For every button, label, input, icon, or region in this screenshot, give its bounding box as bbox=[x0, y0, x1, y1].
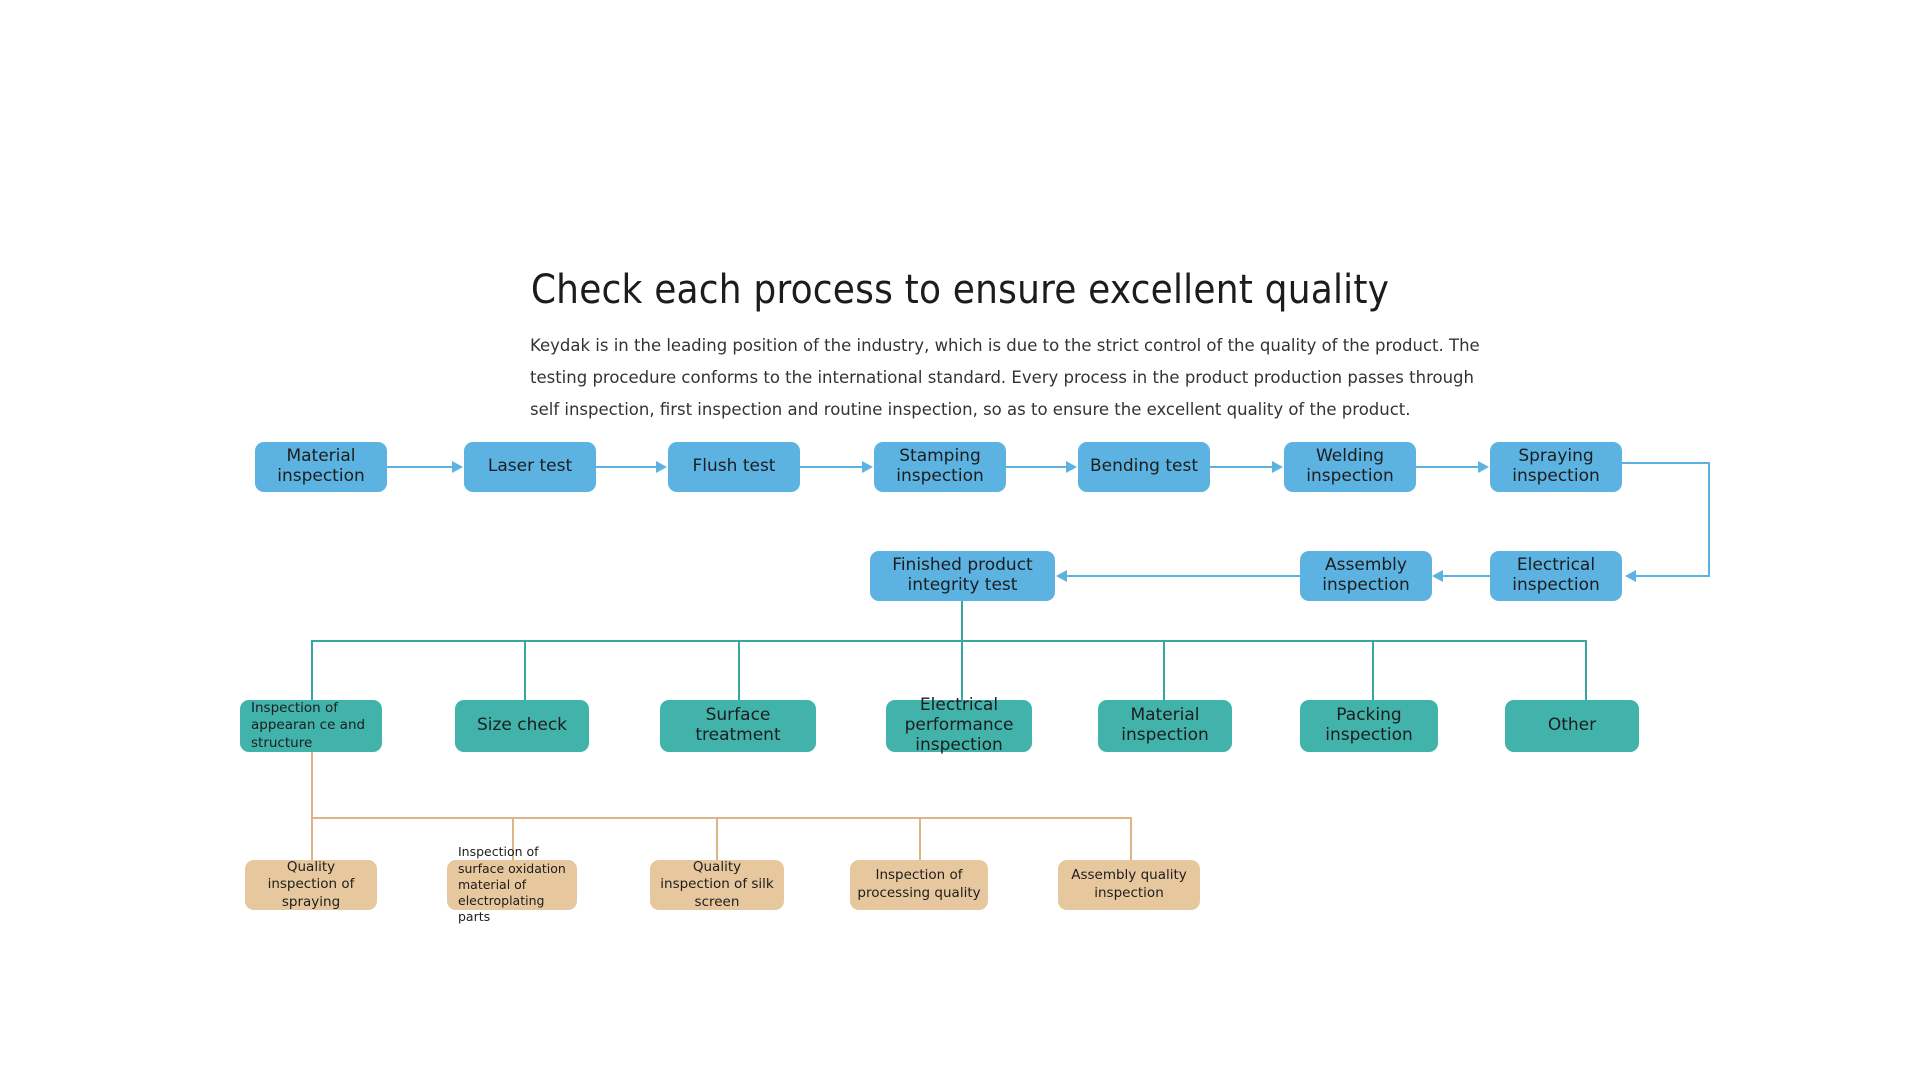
connector-wrap-to-electrical bbox=[1636, 575, 1710, 577]
node-label: Inspection of appearan ce and structure bbox=[251, 699, 366, 751]
connector-teal-drop-2 bbox=[524, 640, 526, 700]
node-quality-inspection-of-silk-screen[interactable]: Quality inspection of silk screen bbox=[650, 858, 784, 910]
connector-spraying-wrap-top bbox=[1622, 462, 1710, 464]
node-label: Quality inspection of silk screen bbox=[660, 858, 774, 910]
node-label: Inspection of processing quality bbox=[857, 867, 981, 901]
node-laser-test[interactable]: Laser test bbox=[464, 442, 596, 492]
node-label: Packing inspection bbox=[1325, 705, 1413, 745]
connector-bending-to-welding bbox=[1210, 466, 1273, 468]
node-label: Inspection of surface oxidation material… bbox=[458, 844, 566, 925]
connector-teal-drop-6 bbox=[1372, 640, 1374, 700]
arrowhead-to-finished-product bbox=[1056, 570, 1067, 582]
node-label: Finished product integrity test bbox=[892, 555, 1033, 595]
node-material-inspection[interactable]: Material inspection bbox=[255, 442, 387, 492]
connector-tan-drop-4 bbox=[919, 817, 921, 861]
connector-tan-drop-3 bbox=[716, 817, 718, 861]
node-label: Electrical performance inspection bbox=[904, 695, 1014, 755]
node-assembly-inspection[interactable]: Assembly inspection bbox=[1300, 551, 1432, 601]
node-label: Quality inspection of spraying bbox=[267, 858, 355, 910]
node-electrical-performance-inspection[interactable]: Electrical performance inspection bbox=[886, 696, 1032, 755]
arrowhead-to-laser-test bbox=[452, 461, 463, 473]
arrowhead-to-welding-inspection bbox=[1272, 461, 1283, 473]
connector-teal-bus bbox=[311, 640, 1586, 642]
node-label: Electrical inspection bbox=[1512, 555, 1600, 595]
node-flush-test[interactable]: Flush test bbox=[668, 442, 800, 492]
node-material-inspection-2[interactable]: Material inspection bbox=[1098, 700, 1232, 752]
node-label: Other bbox=[1547, 715, 1597, 736]
arrowhead-to-stamping-inspection bbox=[862, 461, 873, 473]
connector-tan-drop-2 bbox=[512, 817, 514, 861]
connector-finished-drop bbox=[961, 601, 963, 642]
node-label: Assembly inspection bbox=[1322, 555, 1410, 595]
connector-flush-to-stamping bbox=[800, 466, 863, 468]
node-surface-treatment[interactable]: Surface treatment bbox=[660, 700, 816, 752]
connector-electrical-to-assembly bbox=[1443, 575, 1490, 577]
connector-material-to-laser bbox=[387, 466, 453, 468]
connector-tan-bus bbox=[311, 817, 1131, 819]
arrowhead-to-spraying-inspection bbox=[1478, 461, 1489, 473]
page-title: Check each process to ensure excellent q… bbox=[530, 266, 1390, 313]
arrowhead-to-bending-test bbox=[1066, 461, 1077, 473]
connector-teal-drop-3 bbox=[738, 640, 740, 700]
node-label: Welding inspection bbox=[1306, 446, 1394, 486]
node-label: Assembly quality inspection bbox=[1071, 867, 1187, 901]
connector-teal-drop-1 bbox=[311, 640, 313, 700]
node-other[interactable]: Other bbox=[1505, 700, 1639, 752]
node-welding-inspection[interactable]: Welding inspection bbox=[1284, 442, 1416, 492]
node-label: Material inspection bbox=[1121, 705, 1209, 745]
node-spraying-inspection[interactable]: Spraying inspection bbox=[1490, 442, 1622, 492]
connector-teal-drop-5 bbox=[1163, 640, 1165, 700]
node-stamping-inspection[interactable]: Stamping inspection bbox=[874, 442, 1006, 492]
node-packing-inspection[interactable]: Packing inspection bbox=[1300, 700, 1438, 752]
node-inspection-of-appearance-and-structure[interactable]: Inspection of appearan ce and structure bbox=[240, 700, 382, 752]
node-assembly-quality-inspection[interactable]: Assembly quality inspection bbox=[1058, 860, 1200, 910]
connector-spraying-wrap-right bbox=[1708, 462, 1710, 577]
arrowhead-to-electrical-inspection bbox=[1625, 570, 1636, 582]
intro-paragraph: Keydak is in the leading position of the… bbox=[530, 335, 1480, 419]
connector-welding-to-spraying bbox=[1416, 466, 1479, 468]
arrowhead-to-assembly-inspection bbox=[1432, 570, 1443, 582]
connector-stamping-to-bending bbox=[1006, 466, 1067, 468]
node-inspection-of-processing-quality[interactable]: Inspection of processing quality bbox=[850, 860, 988, 910]
node-label: Stamping inspection bbox=[896, 446, 984, 486]
node-size-check[interactable]: Size check bbox=[455, 700, 589, 752]
node-finished-product-integrity-test[interactable]: Finished product integrity test bbox=[870, 551, 1055, 601]
node-electrical-inspection[interactable]: Electrical inspection bbox=[1490, 551, 1622, 601]
node-bending-test[interactable]: Bending test bbox=[1078, 442, 1210, 492]
node-label: Bending test bbox=[1089, 456, 1199, 477]
node-label: Laser test bbox=[487, 456, 573, 477]
connector-tan-drop-5 bbox=[1130, 817, 1132, 861]
node-label: Size check bbox=[476, 715, 568, 736]
node-label: Spraying inspection bbox=[1512, 446, 1600, 486]
node-quality-inspection-of-spraying[interactable]: Quality inspection of spraying bbox=[245, 858, 377, 910]
connector-tan-drop-1 bbox=[311, 817, 313, 861]
node-label: Surface treatment bbox=[695, 705, 781, 745]
node-label: Material inspection bbox=[277, 446, 365, 486]
connector-laser-to-flush bbox=[596, 466, 657, 468]
arrowhead-to-flush-test bbox=[656, 461, 667, 473]
connector-teal-drop-7 bbox=[1585, 640, 1587, 700]
node-label: Flush test bbox=[692, 456, 776, 477]
node-inspection-of-surface-oxidation-material[interactable]: Inspection of surface oxidation material… bbox=[447, 844, 577, 924]
connector-assembly-to-finished bbox=[1067, 575, 1300, 577]
connector-teal-drop-4 bbox=[961, 640, 963, 700]
connector-appearance-drop bbox=[311, 752, 313, 818]
